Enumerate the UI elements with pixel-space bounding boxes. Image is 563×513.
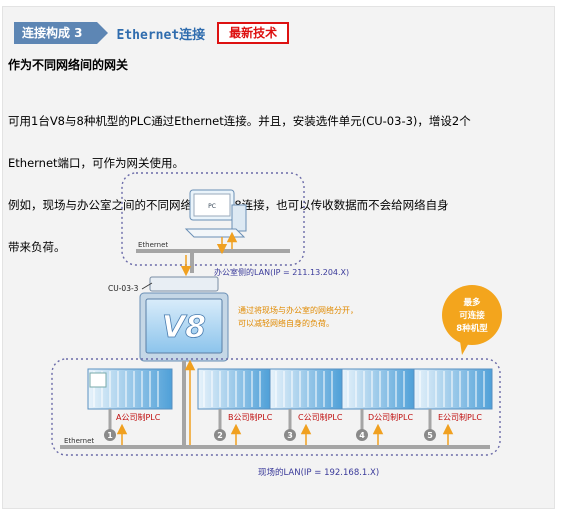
pc-label: PC [208,203,216,210]
max-connection-bubble: 最多 可连接 8种机型 [442,285,502,355]
pc-icon: PC [184,189,247,238]
v8-device: V8 [139,292,229,362]
plc-d-number: 4 [359,431,365,440]
description-line: 可用1台V8与8种机型的PLC通过Ethernet连接。并且，安装选件单元(CU… [8,114,471,128]
plc-b-number: 2 [217,431,223,440]
plc-e-number: 5 [427,431,433,440]
plc-e-label: E公司制PLC [438,412,482,422]
plc-b: B公司制PLC 2 [197,368,273,445]
description-line: Ethernet端口，可作为网关使用。 [8,156,185,170]
bubble-line-2: 可连接 [459,310,485,321]
v8-label: V8 [162,310,206,345]
description: 可用1台V8与8种机型的PLC通过Ethernet连接。并且，安装选件单元(CU… [8,86,548,268]
description-line: 带来负荷。 [8,240,66,254]
new-tech-badge: 最新技术 [217,22,290,44]
plc-e: E公司制PLC 5 [413,368,493,445]
section-title: Ethernet连接 [116,27,206,43]
ethernet-bottom-label: Ethernet [64,437,94,445]
note-line-2: 可以减轻网络自身的负荷。 [238,318,334,328]
plc-c-label: C公司制PLC [298,412,343,422]
cu-03-3-unit [149,276,219,292]
office-lan-label: 办公室侧的LAN(IP = 211.13.204.X) [214,267,349,277]
bubble-line-1: 最多 [463,297,481,308]
ethernet-top-label: Ethernet [138,241,168,249]
plc-c: C公司制PLC 3 [269,368,343,445]
office-network-region [121,172,305,266]
section-tag: 连接构成 3 [14,22,108,44]
network-diagram: PC Ethernet 办公室侧的LAN(IP = 211.13.204.X) … [51,172,502,478]
page-subtitle: 作为不同网络间的网关 [8,58,129,72]
plc-d: D公司制PLC 4 [341,368,415,445]
plc-d-label: D公司制PLC [368,412,413,422]
plc-c-number: 3 [287,431,293,440]
content-panel [2,6,555,509]
site-network-region [51,358,501,456]
site-lan-label: 现场的LAN(IP = 192.168.1.X) [258,467,379,478]
plc-a-number: 1 [107,431,113,440]
plc-b-label: B公司制PLC [228,412,273,422]
bubble-line-3: 8种机型 [456,323,488,334]
note-line-1: 通过将现场与办公室的网络分开， [238,305,358,315]
cu-label: CU-03-3 [108,284,139,293]
plc-a-label: A公司制PLC [116,412,161,422]
plc-a: A公司制PLC 1 [87,368,173,445]
section-header: 连接构成 3 Ethernet连接 最新技术 [14,22,290,44]
